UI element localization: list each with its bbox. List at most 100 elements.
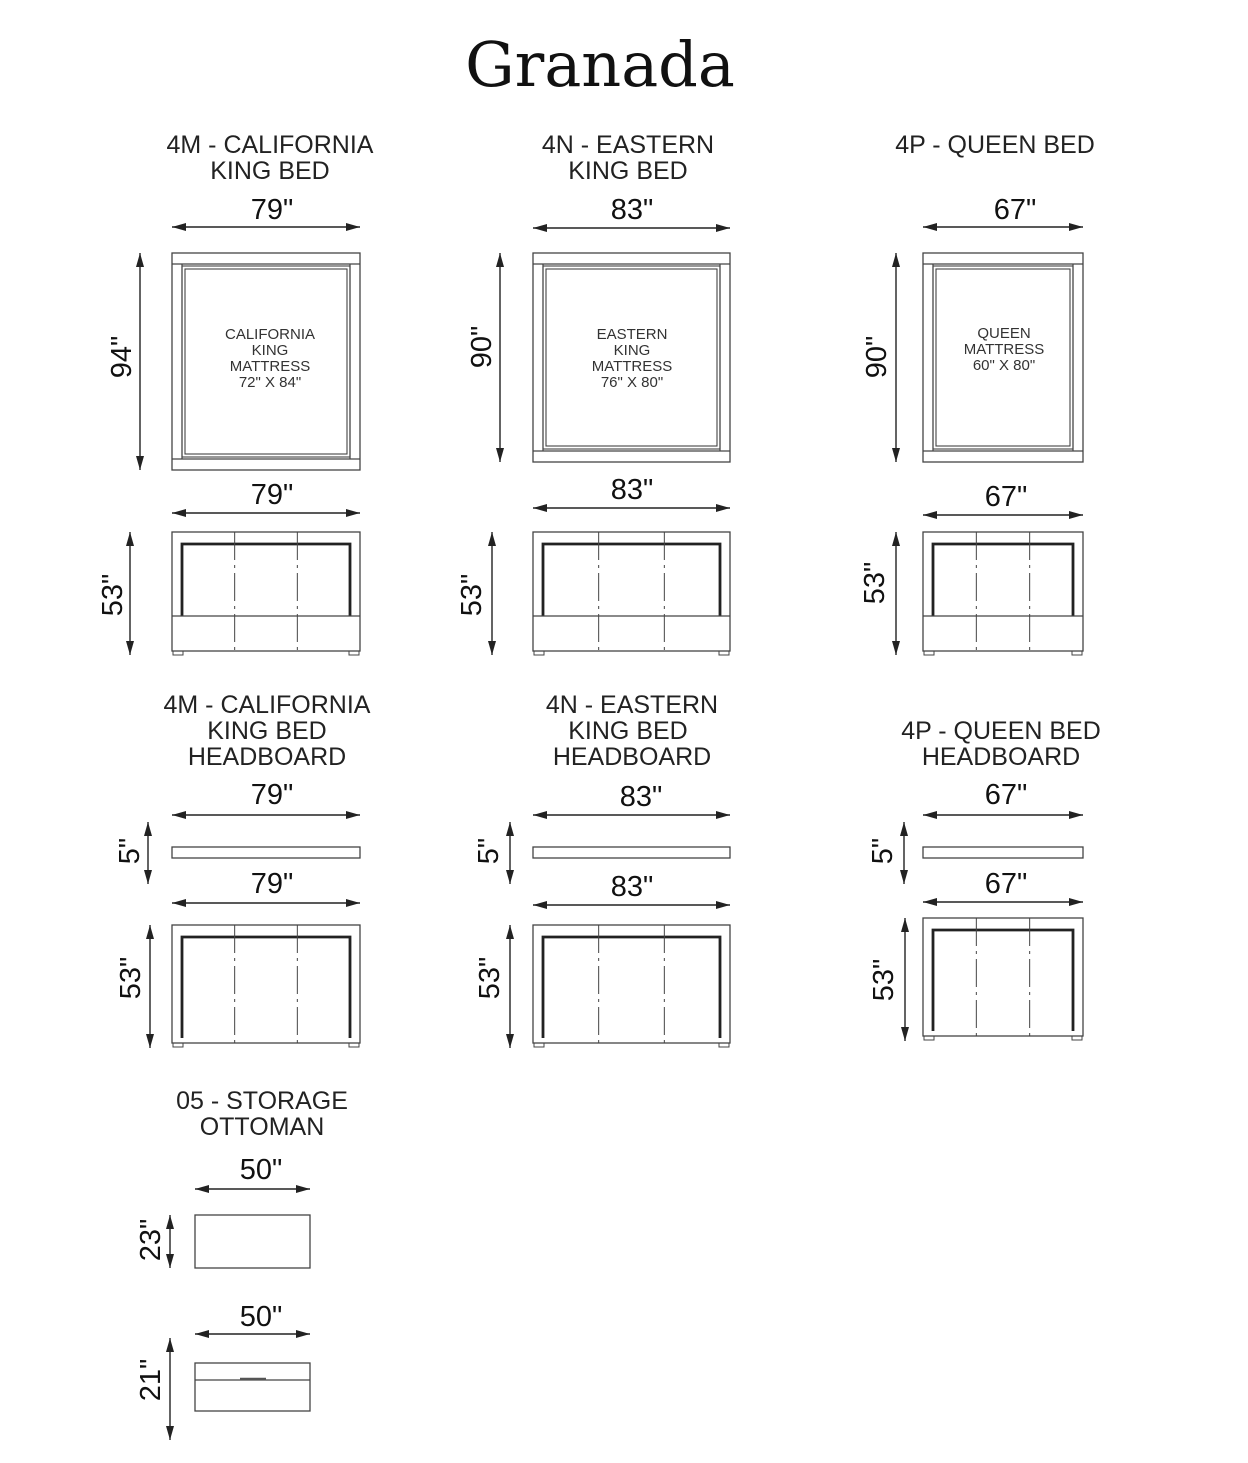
arrowhead-up-icon <box>146 925 154 939</box>
mattress-label: MATTRESS <box>230 358 311 375</box>
front-width-dim: 83" <box>611 871 654 903</box>
top-width-dim: 79" <box>251 779 294 811</box>
arrowhead-right-icon <box>1069 223 1083 231</box>
mattress-label: EASTERN <box>597 326 668 343</box>
arrowhead-right-icon <box>1069 811 1083 819</box>
headboard-top-view <box>532 846 731 859</box>
item-label: KING BED <box>568 157 687 185</box>
mattress-outline <box>932 265 1074 450</box>
front-outline <box>171 924 361 1044</box>
mattress-outline <box>542 265 721 450</box>
bed-plan-outline <box>171 252 361 471</box>
arrowhead-up-icon <box>892 532 900 546</box>
height-dim: 53" <box>115 957 147 1000</box>
arrowhead-down-icon <box>892 641 900 655</box>
plan-length-dim: 90" <box>861 336 893 379</box>
height-dim: 53" <box>868 959 900 1002</box>
headboard-top-view <box>922 846 1084 859</box>
ottoman-top-view <box>194 1214 311 1269</box>
plan-length-dim: 90" <box>466 326 498 369</box>
leg <box>533 1042 545 1048</box>
arrowhead-right-icon <box>716 811 730 819</box>
leg <box>718 1042 730 1048</box>
mattress-label: QUEEN <box>977 325 1030 342</box>
bed-4m: 4M - CALIFORNIA KING BED 79" 94" CALIFOR… <box>97 131 374 616</box>
front-outline <box>532 531 731 652</box>
leg <box>1071 650 1083 656</box>
arrowhead-up-icon <box>506 822 514 836</box>
arrowhead-right-icon <box>296 1330 310 1338</box>
arrowhead-left-icon <box>533 504 547 512</box>
arrowhead-up-icon <box>166 1215 174 1229</box>
item-label: 4M - CALIFORNIA <box>164 691 371 719</box>
arrowhead-up-icon <box>166 1338 174 1352</box>
arrowhead-up-icon <box>496 253 504 267</box>
leg <box>1071 1035 1083 1041</box>
mattress-outline <box>181 265 351 458</box>
item-label: 4P - QUEEN BED <box>901 717 1101 745</box>
mattress-label: MATTRESS <box>592 358 673 375</box>
arrowhead-down-icon <box>146 1034 154 1048</box>
arrowhead-down-icon <box>166 1254 174 1268</box>
arrowhead-right-icon <box>1069 898 1083 906</box>
front-outline <box>922 531 1084 652</box>
height-dim: 53" <box>474 957 506 1000</box>
top-width-dim: 83" <box>620 781 663 813</box>
depth-dim: 5" <box>867 838 899 864</box>
depth-dim: 5" <box>114 838 146 864</box>
mattress-label: KING <box>252 342 289 359</box>
arrowhead-right-icon <box>1069 511 1083 519</box>
arrowhead-down-icon <box>126 641 134 655</box>
collection-title: Granada <box>465 28 735 101</box>
plan-length-dim: 94" <box>106 336 138 379</box>
front-outline <box>532 924 731 1044</box>
bed-4p: 4P - QUEEN BED 67" 90" QUEEN MATTRESS 60… <box>859 131 1095 604</box>
front-width-dim: 83" <box>611 474 654 506</box>
depth-dim: 23" <box>135 1219 167 1262</box>
leg <box>923 650 935 656</box>
arrowhead-left-icon <box>923 811 937 819</box>
arrowhead-up-icon <box>892 253 900 267</box>
mattress-label: MATTRESS <box>964 341 1045 358</box>
arrowhead-left-icon <box>533 811 547 819</box>
arrowhead-left-icon <box>172 899 186 907</box>
arrowhead-left-icon <box>172 811 186 819</box>
arrowhead-up-icon <box>506 925 514 939</box>
arrowhead-down-icon <box>900 870 908 884</box>
arrowhead-down-icon <box>166 1426 174 1440</box>
arrowhead-left-icon <box>923 898 937 906</box>
arrowhead-up-icon <box>136 253 144 267</box>
bed-4n: 4N - EASTERN KING BED 83" 90" EASTERN KI… <box>456 131 714 616</box>
mattress-inner-outline <box>545 268 718 447</box>
leg <box>533 650 545 656</box>
arrowhead-left-icon <box>533 901 547 909</box>
height-dim: 53" <box>456 574 488 617</box>
height-dim: 53" <box>97 574 129 617</box>
leg <box>923 1035 935 1041</box>
arrowhead-up-icon <box>144 822 152 836</box>
headboard-panel <box>541 542 722 616</box>
arrowhead-left-icon <box>195 1185 209 1193</box>
arrowhead-right-icon <box>346 509 360 517</box>
item-label: HEADBOARD <box>553 743 711 771</box>
arrowhead-down-icon <box>901 1027 909 1041</box>
item-label: 4M - CALIFORNIA <box>167 131 374 159</box>
mattress-size: 60" X 80" <box>973 357 1035 374</box>
arrowhead-left-icon <box>172 223 186 231</box>
plan-width-dim: 79" <box>251 194 294 226</box>
arrowhead-down-icon <box>488 641 496 655</box>
arrowhead-left-icon <box>923 511 937 519</box>
arrowhead-down-icon <box>506 870 514 884</box>
height-dim: 21" <box>135 1359 167 1402</box>
leg <box>172 1042 184 1048</box>
ottoman-front-view <box>194 1362 311 1412</box>
leg <box>348 1042 360 1048</box>
headboard-top-view <box>171 846 361 859</box>
mattress-label: CALIFORNIA <box>225 326 315 343</box>
arrowhead-down-icon <box>496 448 504 462</box>
arrowhead-right-icon <box>716 224 730 232</box>
arrowhead-right-icon <box>716 504 730 512</box>
arrowhead-down-icon <box>892 448 900 462</box>
item-label: HEADBOARD <box>188 743 346 771</box>
item-label: 4N - EASTERN <box>542 131 714 159</box>
